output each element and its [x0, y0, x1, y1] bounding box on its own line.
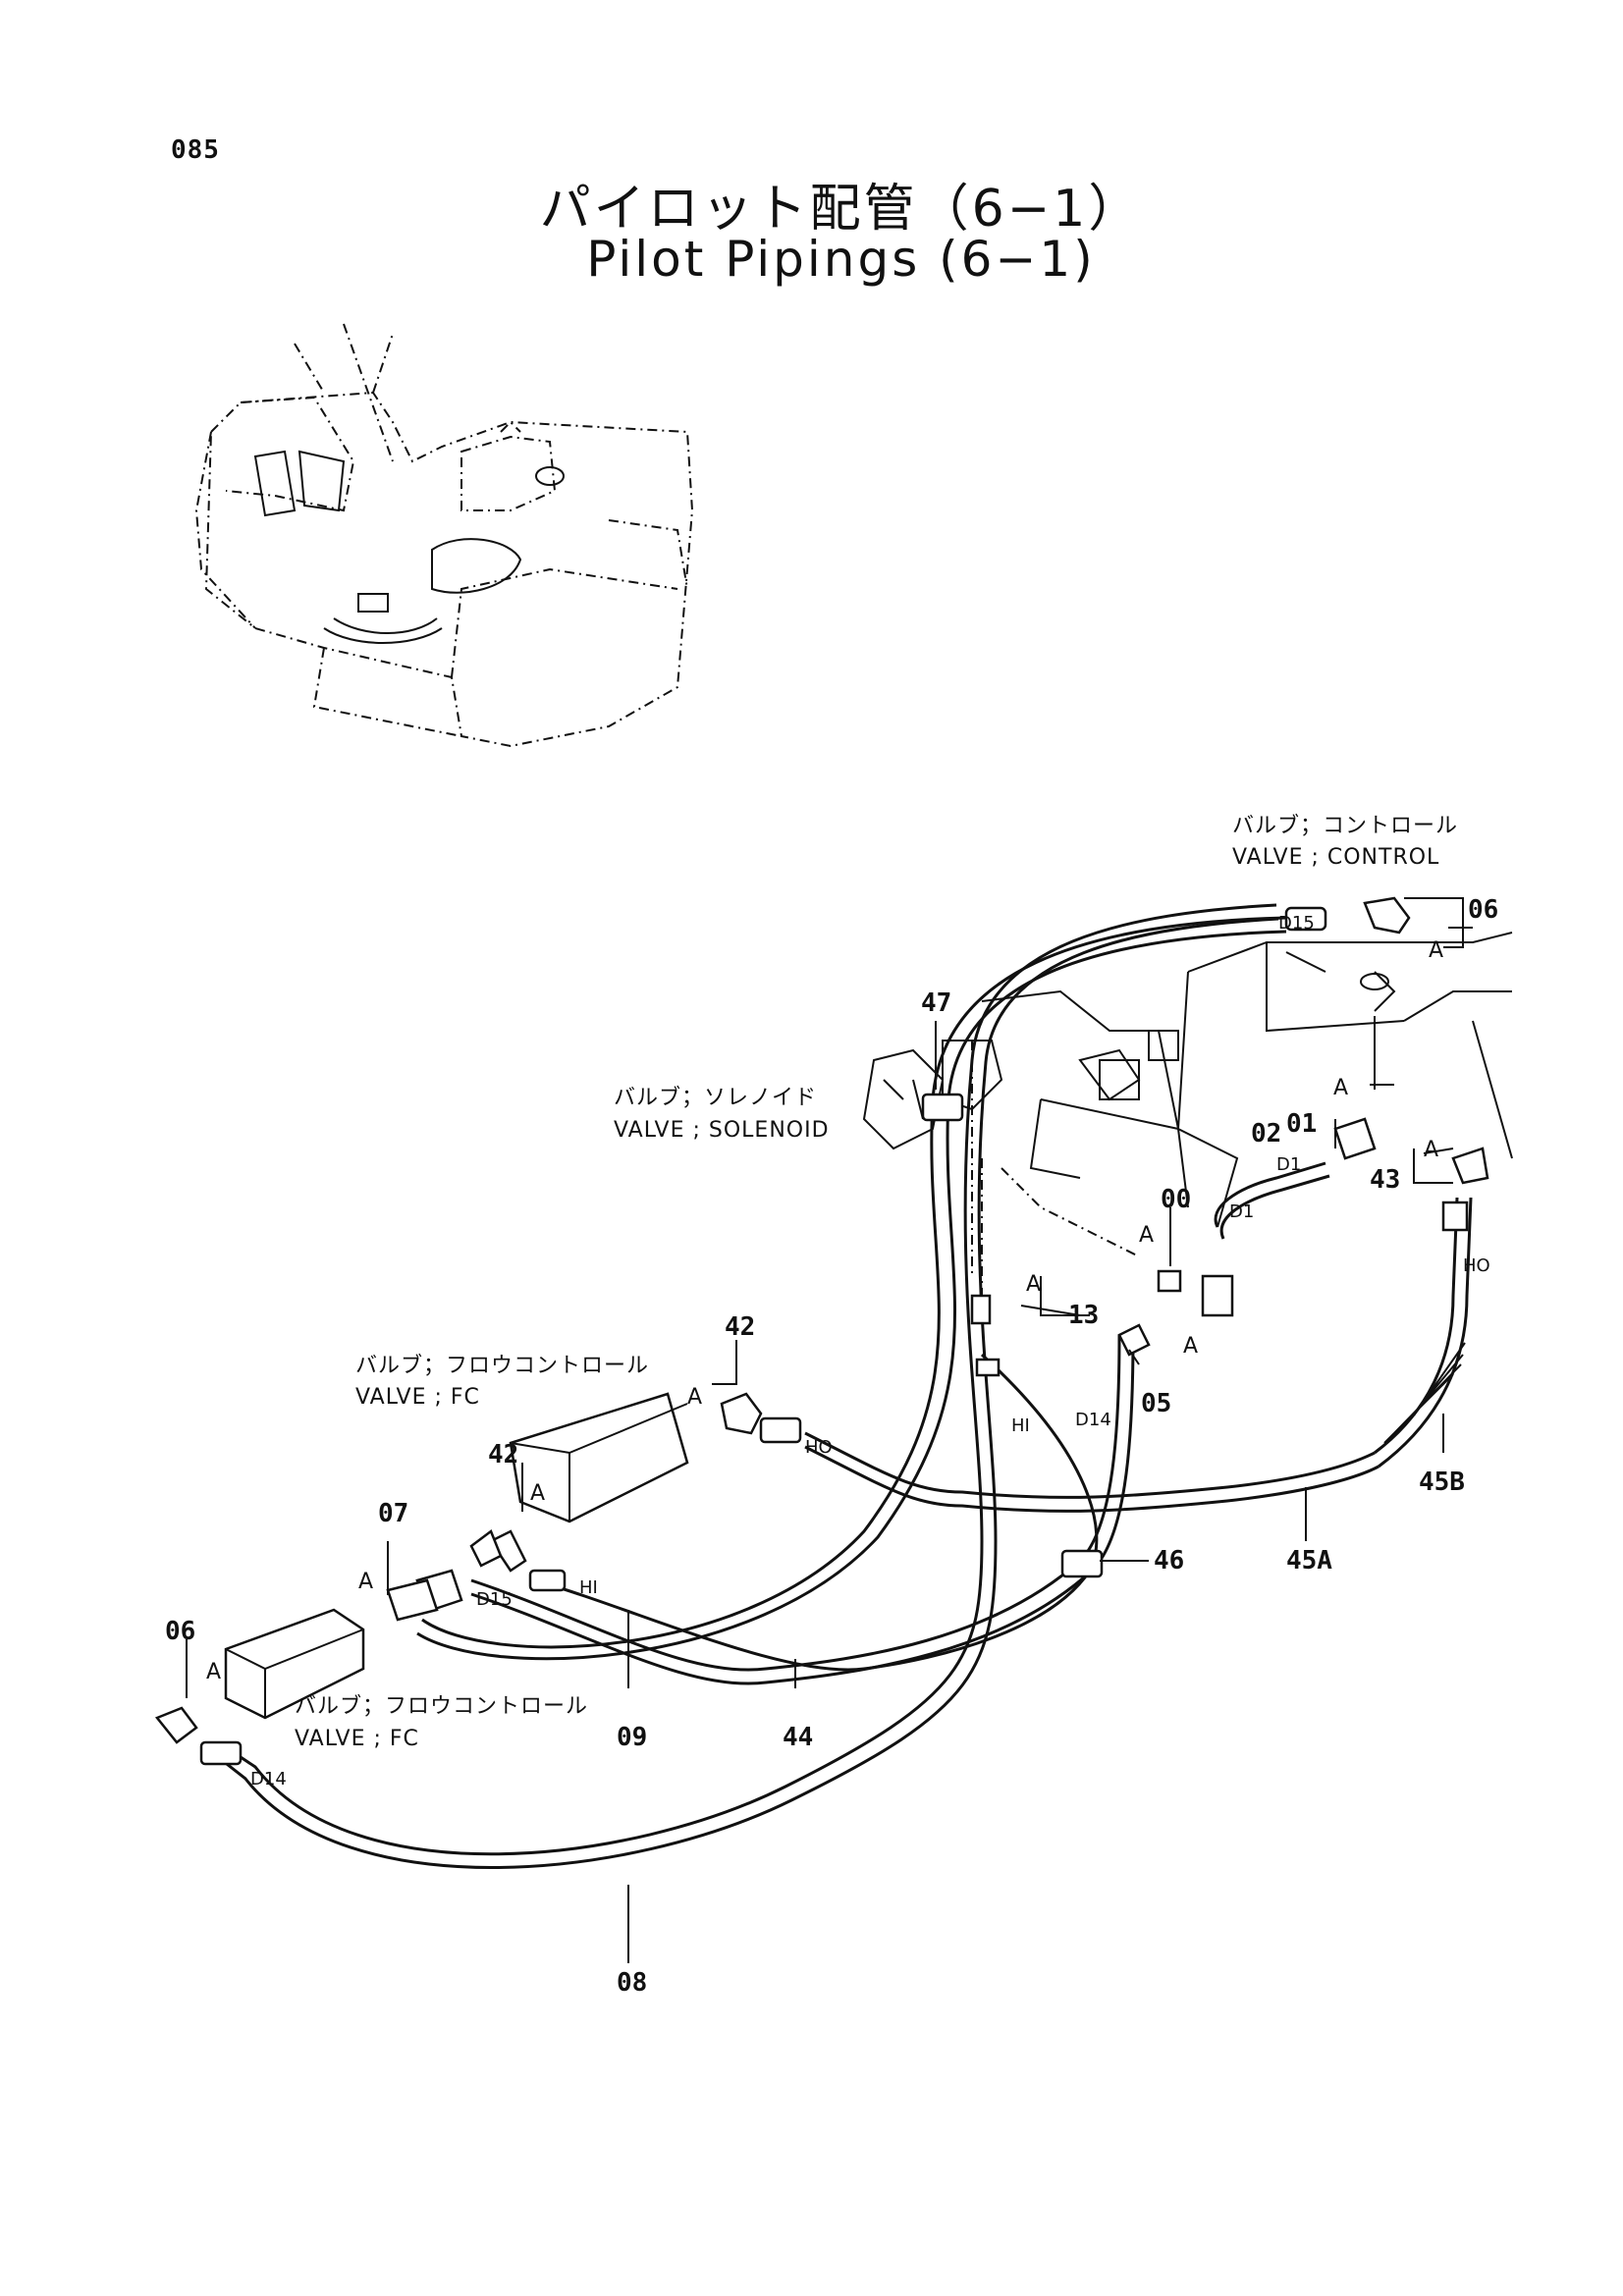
part-07: 07: [378, 1499, 408, 1528]
mark-ho-mid: HO: [805, 1437, 833, 1458]
excavator-overview-illustration: [194, 323, 694, 748]
mark-a-7: A: [687, 1385, 702, 1410]
mark-a-6: A: [1183, 1334, 1198, 1359]
hose-02: [1214, 1161, 1330, 1240]
page-number: 085: [171, 135, 220, 165]
mark-d1-b: D1: [1229, 1201, 1254, 1222]
mark-d14-mid: D14: [1075, 1410, 1111, 1430]
part-47: 47: [921, 988, 951, 1018]
part-09: 09: [617, 1723, 647, 1752]
mark-a-3: A: [1424, 1138, 1438, 1162]
flow-control-valve-upper: [509, 1392, 689, 1523]
part-05: 05: [1141, 1389, 1171, 1418]
part-13: 13: [1068, 1301, 1099, 1330]
mark-a-5: A: [1026, 1272, 1041, 1297]
part-42-mid: 42: [488, 1440, 518, 1469]
hose-45a: [804, 1431, 1380, 1513]
part-06-left: 06: [165, 1617, 195, 1646]
mark-a-9: A: [358, 1570, 373, 1594]
connection-marks: A A A A A A A A A A D15 D15 D14 D14 D1 D…: [206, 913, 1490, 1789]
flow-control-valve-lower: [224, 1608, 365, 1720]
mark-a-4: A: [1139, 1223, 1154, 1248]
part-44: 44: [783, 1723, 813, 1752]
mark-d15-top: D15: [1278, 913, 1315, 934]
leader-lines: [186, 897, 1513, 1963]
mark-d1-a: D1: [1276, 1154, 1301, 1175]
valve-fc-upper-en: VALVE ; FC: [355, 1385, 480, 1410]
callout-valve-control: バルブ；コントロール VALVE ; CONTROL: [1232, 814, 1458, 870]
mark-hi-mid: HI: [1011, 1415, 1030, 1436]
hose-45b: [1374, 1197, 1473, 1468]
part-00: 00: [1161, 1185, 1191, 1214]
mark-a-1: A: [1429, 938, 1443, 963]
mark-a-2: A: [1333, 1076, 1348, 1100]
part-43: 43: [1370, 1165, 1400, 1195]
part-number-labels: 06 47 01 02 43 00 13 05 42 42 46 45A 45B…: [165, 895, 1498, 1998]
valve-solenoid-en: VALVE ; SOLENOID: [614, 1118, 830, 1143]
valve-fc-lower-en: VALVE ; FC: [295, 1727, 419, 1751]
part-08: 08: [617, 1968, 647, 1998]
mark-hi-left: HI: [579, 1577, 598, 1598]
callout-valve-fc-lower: バルブ；フロウコントロール VALVE ; FC: [295, 1694, 588, 1751]
valve-control-en: VALVE ; CONTROL: [1232, 845, 1439, 870]
mark-a-8: A: [530, 1481, 545, 1506]
page-title-japanese: パイロット配管（6−1）: [539, 180, 1143, 239]
mark-d14-left: D14: [250, 1769, 287, 1789]
valve-fc-lower-jp: バルブ；フロウコントロール: [295, 1694, 588, 1719]
part-02: 02: [1251, 1119, 1281, 1148]
valve-fc-upper-jp: バルブ；フロウコントロール: [355, 1354, 649, 1378]
mark-a-10: A: [206, 1660, 221, 1684]
mark-ho-right: HO: [1463, 1255, 1490, 1276]
part-01: 01: [1286, 1109, 1317, 1139]
hose-08: [217, 903, 1279, 1869]
control-valve-body: [942, 932, 1513, 1306]
page-title-english: Pilot Pipings (6−1): [586, 231, 1096, 288]
hose-09-44: [470, 1334, 1135, 1685]
part-42-top: 42: [725, 1312, 755, 1342]
mark-d15-left: D15: [476, 1589, 513, 1610]
callout-valve-fc-upper: バルブ；フロウコントロール VALVE ; FC: [355, 1354, 649, 1410]
part-45b: 45B: [1419, 1468, 1465, 1497]
part-46: 46: [1154, 1546, 1184, 1575]
callout-valve-solenoid: バルブ；ソレノイド VALVE ; SOLENOID: [614, 1086, 830, 1143]
valve-solenoid-jp: バルブ；ソレノイド: [614, 1086, 817, 1110]
valve-control-jp: バルブ；コントロール: [1232, 814, 1458, 838]
part-45a: 45A: [1286, 1546, 1332, 1575]
fittings: [154, 896, 1489, 1766]
part-06-top: 06: [1468, 895, 1498, 925]
